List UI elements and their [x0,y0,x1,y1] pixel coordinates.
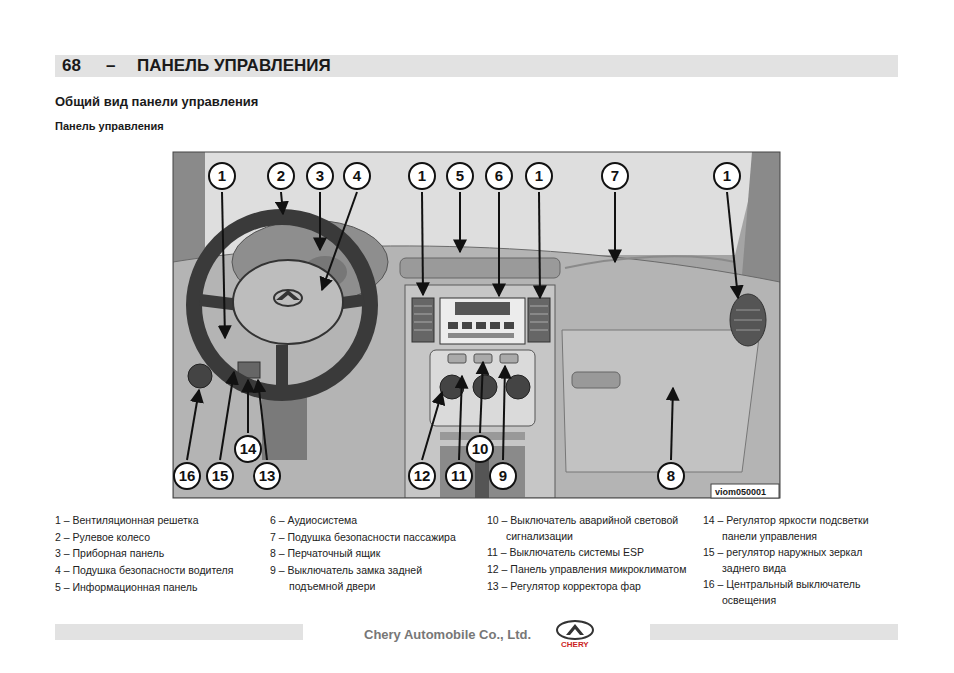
callout-number: 3 [306,162,334,190]
legend-column: 1 – Вентиляционная решетка2 – Рулевое ко… [55,513,260,596]
legend-item: 11 – Выключатель системы ESP [487,545,687,561]
callout-number: 5 [446,162,474,190]
callout-number: 8 [657,462,685,490]
callout-number: 2 [267,162,295,190]
legend-item: 10 – Выключатель аварийной световой сигн… [487,513,687,544]
legend-item: 16 – Центральный выключатель освещения [703,577,895,608]
callout-number: 6 [485,162,513,190]
footer-band [55,624,303,640]
page-number: 68 [62,56,81,76]
legend-item: 7 – Подушка безопасности пассажира [270,530,460,546]
callout-number: 13 [253,462,281,490]
footer-company: Chery Automobile Co., Ltd. [364,627,531,643]
title-dash: – [106,56,115,76]
page-title: ПАНЕЛЬ УПРАВЛЕНИЯ [137,56,331,76]
legend-item: 6 – Аудиосистема [270,513,460,529]
legend-item: 2 – Рулевое колесо [55,530,260,546]
callout-number: 4 [343,162,371,190]
callout-number: 1 [713,162,741,190]
callout-number: 14 [234,435,262,463]
legend-item: 12 – Панель управления микроклиматом [487,562,687,578]
legend-item: 15 – регулятор наружных зеркал заднего в… [703,545,895,576]
legend-column: 10 – Выключатель аварийной световой сигн… [487,513,687,595]
callout-number: 15 [206,462,234,490]
legend-item: 8 – Перчаточный ящик [270,546,460,562]
callout-number: 1 [408,162,436,190]
legend-item: 3 – Приборная панель [55,546,260,562]
brand-logo-text: CHERY [561,639,589,650]
callout-number: 9 [489,462,517,490]
callout-number: 1 [525,162,553,190]
footer-band [650,624,898,640]
legend-item: 13 – Регулятор корректора фар [487,579,687,595]
legend-item: 5 – Информационная панель [55,580,260,596]
callout-number: 7 [601,162,629,190]
legend-column: 6 – Аудиосистема7 – Подушка безопасности… [270,513,460,595]
callout-number: 11 [445,462,473,490]
legend-item: 1 – Вентиляционная решетка [55,513,260,529]
legend-item: 14 – Регулятор яркости подсветки панели … [703,513,895,544]
callout-number: 12 [408,462,436,490]
callout-number: 16 [173,462,201,490]
callout-number: 10 [466,435,494,463]
callout-number: 1 [208,162,236,190]
section-heading: Общий вид панели управления [55,94,258,110]
legend-item: 4 – Подушка безопасности водителя [55,563,260,579]
figure-code: viom050001 [715,486,766,498]
legend-column: 14 – Регулятор яркости подсветки панели … [703,513,895,610]
subsection-heading: Панель управления [55,119,164,133]
legend-item: 9 – Выключатель замка задней подъемной д… [270,563,460,594]
